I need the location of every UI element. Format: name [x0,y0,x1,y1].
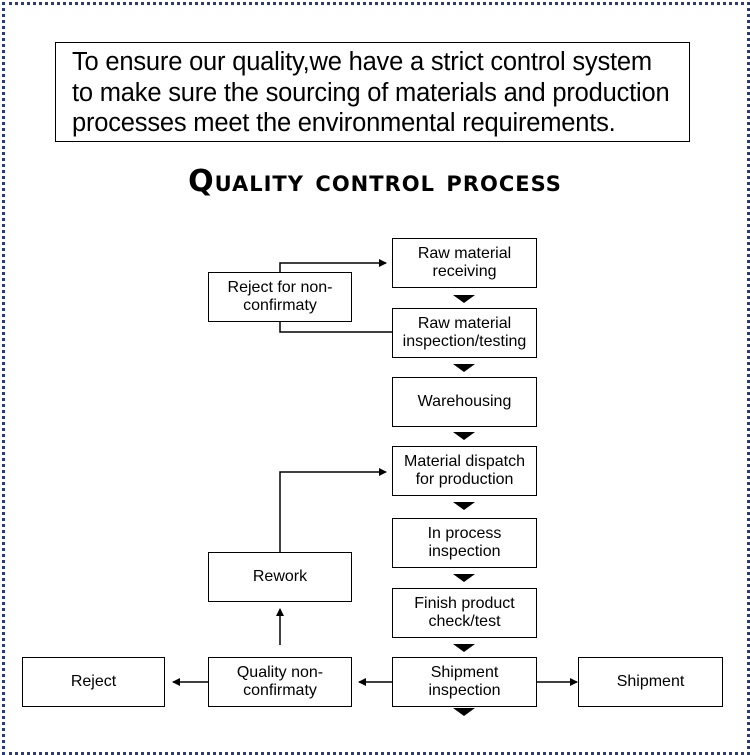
step-reject: Reject [22,657,165,707]
down-arrow-5 [453,574,475,582]
intro-line-3: processes meet the environmental require… [72,109,616,137]
reject-loop-to-receiving [279,259,387,272]
step-material-dispatch: Material dispatch for production [392,446,537,496]
step-warehousing: Warehousing [392,377,537,427]
inspection-to-reject-loop [279,322,392,333]
down-arrow-3 [453,432,475,440]
step-shipment: Shipment [578,657,723,707]
down-arrow-6 [453,644,475,652]
step-quality-nonconformity: Quality non-confirmaty [208,657,352,707]
down-arrow-7 [453,708,475,716]
intro-line-2: to make sure the sourcing of materials a… [72,78,670,107]
down-arrow-4 [453,502,475,510]
diagram-title: Quality control process [188,164,562,199]
intro-line-1: To ensure our quality,we have a strict c… [72,48,652,76]
intro-statement-box: To ensure our quality,we have a strict c… [55,42,690,142]
step-in-process-inspection: In process inspection [392,518,537,568]
step-reject-for-nonconformity: Reject for non-confirmaty [208,272,352,322]
rework-to-dispatch [279,468,387,552]
step-shipment-inspection: Shipment inspection [392,657,537,707]
step-raw-material-inspection: Raw material inspection/testing [392,308,537,358]
down-arrow-1 [453,295,475,303]
down-arrow-2 [453,364,475,372]
step-rework: Rework [208,552,352,602]
step-finish-product-check: Finish product check/test [392,588,537,638]
step-raw-material-receiving: Raw material receiving [392,238,537,288]
